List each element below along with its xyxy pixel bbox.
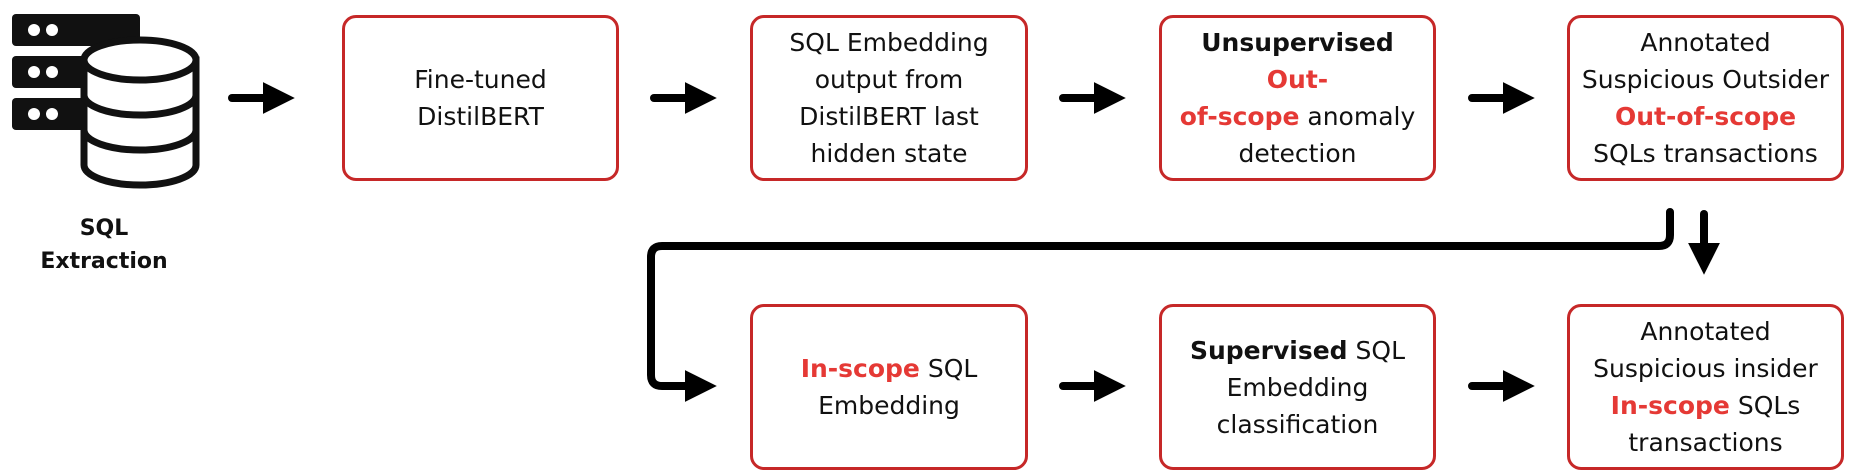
sql-extraction-label: SQL Extraction (40, 216, 168, 274)
database-server-icon (12, 14, 200, 189)
arrow-outsider-to-inscope (647, 208, 1674, 402)
